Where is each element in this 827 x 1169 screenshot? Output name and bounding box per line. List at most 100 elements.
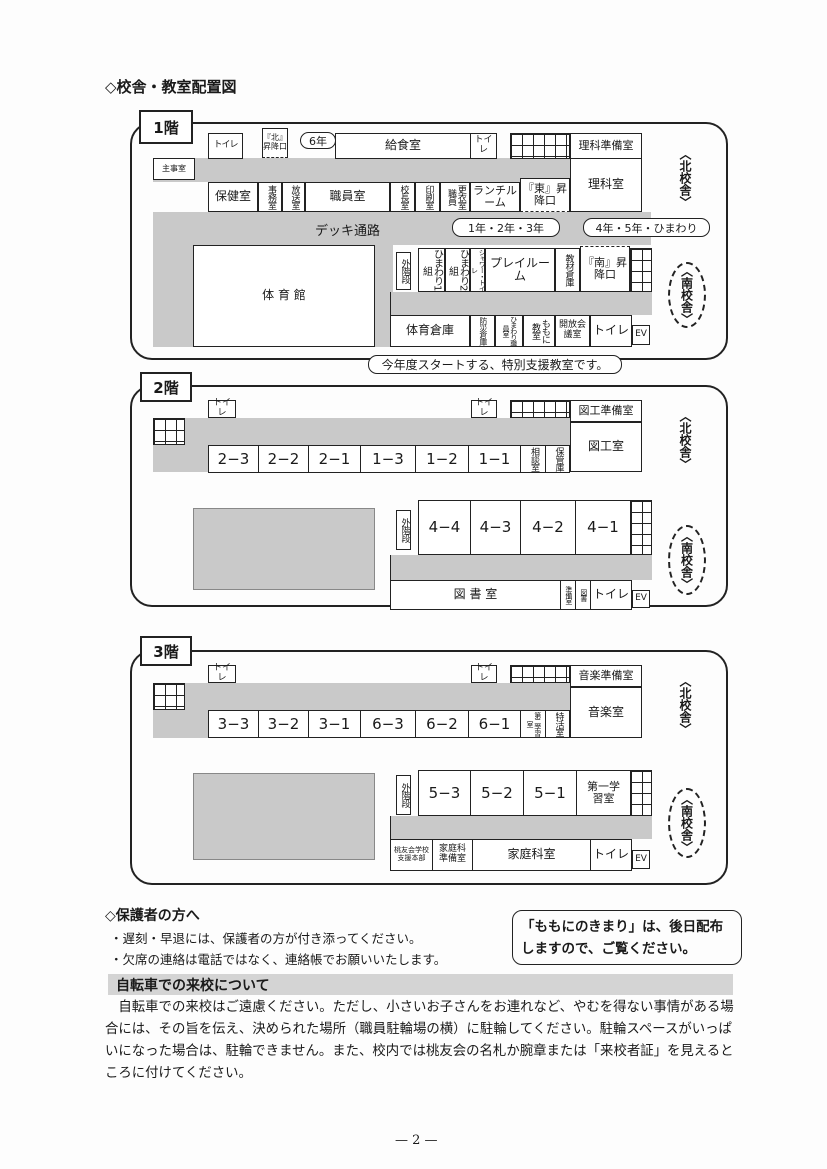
floor-2-title: 2階: [140, 372, 192, 402]
classroom: 2−2: [258, 445, 309, 473]
room-toilet: トイレ: [590, 315, 632, 347]
room-zuko: 図工室: [570, 422, 642, 472]
stairs: [630, 248, 652, 292]
classroom: 2−3: [208, 445, 259, 473]
classroom: 6−3: [360, 710, 416, 738]
room-lunch: ランチルーム: [470, 182, 520, 212]
south-building-label: 〈南校舎〉: [679, 793, 694, 853]
room-katei: 家庭科室: [472, 839, 591, 871]
classroom: 3−1: [308, 710, 361, 738]
north-building-label: 〈北校舎〉: [678, 410, 692, 470]
room-toilet: トイレ: [470, 133, 497, 159]
room-dai2-gakushu: 第二学習室: [520, 710, 546, 738]
room-zuko-junbi: 図工準備室: [570, 400, 642, 422]
room-shower: シャワー・トイレ: [470, 248, 487, 292]
room-himawari-2: ひまわり2組: [445, 248, 470, 292]
south-entrance: 『南』昇降口: [580, 246, 630, 292]
room-toilet: トイレ: [208, 398, 236, 418]
grades-123-bubble: 1年・2年・3年: [452, 218, 560, 237]
room-kyushoku: 給食室: [335, 133, 471, 159]
room-sodan: 相談室: [520, 445, 546, 473]
classroom: 3−2: [258, 710, 309, 738]
guardians-heading: ◇保護者の方へ: [105, 908, 200, 924]
room-koi: 更衣室職員: [440, 182, 470, 212]
room-himawari-1: ひまわり1組: [418, 248, 445, 292]
page-title: ◇校舎・教室配置図: [105, 78, 237, 96]
grades-45-bubble: 4年・5年・ひまわり: [583, 218, 710, 237]
room-toilet: トイレ: [208, 663, 236, 683]
room-jimu: 事務室: [258, 182, 282, 212]
east-entrance: 『東』昇降口: [520, 178, 570, 212]
room-toyukai: 桃友会学校支援本部: [390, 839, 433, 871]
deck-corridor: デッキ通路: [315, 224, 381, 239]
room-kocho: 校長室: [390, 182, 415, 212]
classroom: 1−2: [415, 445, 469, 473]
classroom: 5−2: [470, 770, 524, 816]
room-junbi: 準備室: [560, 580, 576, 610]
elevator: EV: [632, 325, 650, 345]
room-shokuin: 職員室: [305, 182, 390, 212]
gymnasium: 体 育 館: [193, 245, 375, 347]
external-stairs: 外階段: [396, 775, 411, 815]
room-toilet: トイレ: [471, 663, 497, 683]
south-building-label: 〈南校舎〉: [679, 265, 694, 325]
room-bosai: 防災倉庫: [470, 315, 495, 347]
room-play: プレイルーム: [485, 248, 555, 292]
guardians-item: ・欠席の連絡は電話ではなく、連絡帳でお願いいたします。: [110, 952, 447, 967]
classroom: 4−3: [470, 500, 521, 555]
room-kyozai: 教材倉庫: [555, 248, 580, 292]
room-momoni: ももに教室: [523, 315, 555, 347]
notice-line: 「ももにのきまり」は、後日配布: [521, 919, 724, 935]
room-rika-junbi: 理科準備室: [570, 133, 642, 159]
callout-special-class: 今年度スタートする、特別支援教室です。: [368, 355, 622, 374]
room-hoken: 保健室: [208, 182, 258, 212]
classroom: 4−2: [520, 500, 576, 555]
classroom: 6−1: [468, 710, 521, 738]
north-building-label: 〈北校舎〉: [678, 148, 692, 208]
classroom: 1−3: [360, 445, 416, 473]
classroom: 4−4: [418, 500, 471, 555]
room-katei-junbi: 家庭科準備室: [432, 839, 473, 871]
bicycle-heading: 自転車での来校について: [108, 974, 733, 995]
room-ongaku: 音楽室: [570, 687, 642, 738]
guardians-item: ・遅刻・早退には、保護者の方が付き添ってください。: [110, 931, 422, 946]
floor-1-title: 1階: [139, 110, 193, 144]
classroom: 6−2: [415, 710, 469, 738]
room-toilet: トイレ: [208, 133, 243, 159]
room-toilet: トイレ: [590, 839, 632, 871]
room-dai1-gakushu: 第一学習室: [576, 770, 631, 816]
classroom: 5−1: [523, 770, 577, 816]
room-toilet: トイレ: [471, 398, 497, 418]
room-hoso: 放送室: [282, 182, 305, 212]
bicycle-text: 自転車での来校はご遠慮ください。ただし、小さいお子さんをお連れなど、やむを得ない…: [105, 1000, 734, 1081]
room-rika: 理科室: [570, 158, 642, 212]
notice-box: 「ももにのきまり」は、後日配布 しますので、ご覧ください。: [512, 910, 742, 965]
external-stairs: 外階段: [396, 252, 411, 290]
room-taiiku-soko: 体育倉庫: [390, 315, 470, 347]
page-number: — 2 —: [395, 1133, 438, 1148]
floor-3-title: 3階: [140, 636, 192, 666]
elevator: EV: [632, 850, 650, 869]
external-stairs: 外階段: [396, 510, 411, 550]
notice-line: しますので、ご覧ください。: [521, 941, 696, 957]
room-tosho: 図書: [575, 580, 591, 610]
room-himawari-shokuin: ひまわり職員室: [495, 315, 523, 347]
room-ongaku-junbi: 音楽準備室: [570, 665, 642, 687]
grade6-label: 6年: [300, 132, 336, 149]
room-library: 図 書 室: [390, 580, 561, 610]
stairs: [510, 133, 570, 159]
south-building-label: 〈南校舎〉: [679, 530, 694, 590]
room-tokkatsu: 特活室: [545, 710, 570, 738]
room-toilet: トイレ: [590, 580, 632, 610]
classroom: 5−3: [418, 770, 471, 816]
classroom: 3−3: [208, 710, 259, 738]
north-building-label: 〈北校舎〉: [678, 675, 692, 735]
elevator: EV: [632, 590, 650, 608]
room-insatsu: 印刷室: [415, 182, 440, 212]
room-hokan: 保管庫: [545, 445, 570, 473]
classroom: 2−1: [308, 445, 361, 473]
room-shuji: 主事室: [153, 158, 195, 180]
classroom: 1−1: [468, 445, 521, 473]
north-entrance: 『北』昇降口: [262, 128, 288, 158]
